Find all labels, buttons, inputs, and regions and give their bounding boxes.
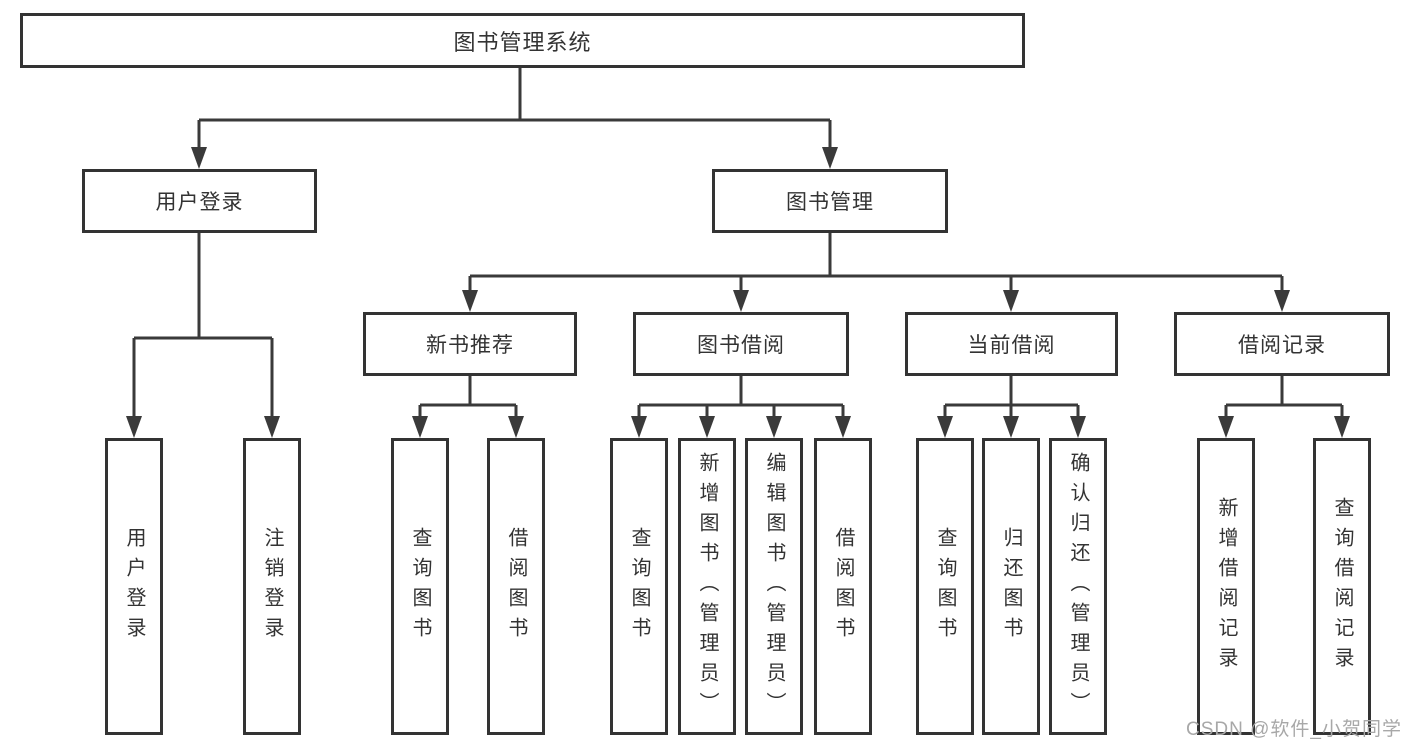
leaf-user-login-label: 用户登录 [123, 526, 145, 647]
leaf-query-books-current: 查询图书 [916, 438, 974, 735]
edge-book-management-to-level3 [468, 233, 1284, 294]
node-user-login-label: 用户登录 [155, 191, 244, 214]
edge-recommend-to-leaves [418, 376, 518, 420]
edge-root-to-level2 [197, 68, 832, 150]
edge-current-to-leaves [943, 376, 1080, 420]
leaf-borrow-books-borrowing-label: 借阅图书 [832, 526, 854, 647]
edge-root-arrowheads [191, 147, 838, 169]
edge-records-to-leaves [1224, 376, 1344, 420]
edge-book-management-arrowheads [462, 290, 1290, 312]
node-user-login: 用户登录 [82, 169, 317, 233]
csdn-watermark: CSDN @软件_小贺同学 [1186, 719, 1402, 740]
node-root: 图书管理系统 [20, 13, 1025, 68]
node-new-book-recommendation-label: 新书推荐 [426, 334, 514, 357]
leaf-query-books-borrowing-label: 查询图书 [628, 526, 650, 647]
leaf-add-borrow-record: 新增借阅记录 [1197, 438, 1255, 735]
leaf-user-login: 用户登录 [105, 438, 163, 735]
leaf-edit-books-admin: 编辑图书（管理员） [745, 438, 803, 735]
node-current-borrowing: 当前借阅 [905, 312, 1118, 376]
leaf-logout-login: 注销登录 [243, 438, 301, 735]
leaf-return-books: 归还图书 [982, 438, 1040, 735]
edge-borrowing-arrowheads [631, 416, 851, 438]
node-book-borrowing-label: 图书借阅 [697, 334, 785, 357]
leaf-borrow-books-recommend-label: 借阅图书 [505, 526, 527, 647]
edge-records-arrowheads [1218, 416, 1350, 438]
leaf-query-borrow-record: 查询借阅记录 [1313, 438, 1371, 735]
node-book-management-label: 图书管理 [786, 191, 874, 214]
edge-recommend-arrowheads [412, 416, 524, 438]
leaf-add-books-admin-label: 新增图书（管理员） [696, 451, 718, 722]
edge-borrowing-to-leaves [637, 376, 845, 420]
node-book-management: 图书管理 [712, 169, 948, 233]
edge-user-login-to-leaves [132, 233, 274, 420]
leaf-query-books-recommend: 查询图书 [391, 438, 449, 735]
leaf-query-books-borrowing: 查询图书 [610, 438, 668, 735]
node-current-borrowing-label: 当前借阅 [967, 334, 1056, 357]
node-borrowing-records-label: 借阅记录 [1238, 334, 1326, 357]
node-borrowing-records: 借阅记录 [1174, 312, 1390, 376]
edge-user-login-arrowheads [126, 416, 280, 438]
leaf-edit-books-admin-label: 编辑图书（管理员） [763, 451, 785, 722]
node-book-borrowing: 图书借阅 [633, 312, 849, 376]
leaf-return-books-label: 归还图书 [1000, 526, 1022, 647]
edge-current-arrowheads [937, 416, 1086, 438]
leaf-add-books-admin: 新增图书（管理员） [678, 438, 736, 735]
leaf-confirm-return-admin-label: 确认归还（管理员） [1067, 451, 1089, 722]
leaf-query-books-current-label: 查询图书 [934, 526, 956, 647]
leaf-logout-login-label: 注销登录 [261, 526, 283, 647]
node-root-label: 图书管理系统 [453, 29, 592, 55]
leaf-query-books-recommend-label: 查询图书 [409, 526, 431, 647]
leaf-confirm-return-admin: 确认归还（管理员） [1049, 438, 1107, 735]
leaf-borrow-books-recommend: 借阅图书 [487, 438, 545, 735]
leaf-borrow-books-borrowing: 借阅图书 [814, 438, 872, 735]
node-new-book-recommendation: 新书推荐 [363, 312, 577, 376]
leaf-query-borrow-record-label: 查询借阅记录 [1331, 496, 1353, 677]
leaf-add-borrow-record-label: 新增借阅记录 [1215, 496, 1237, 677]
